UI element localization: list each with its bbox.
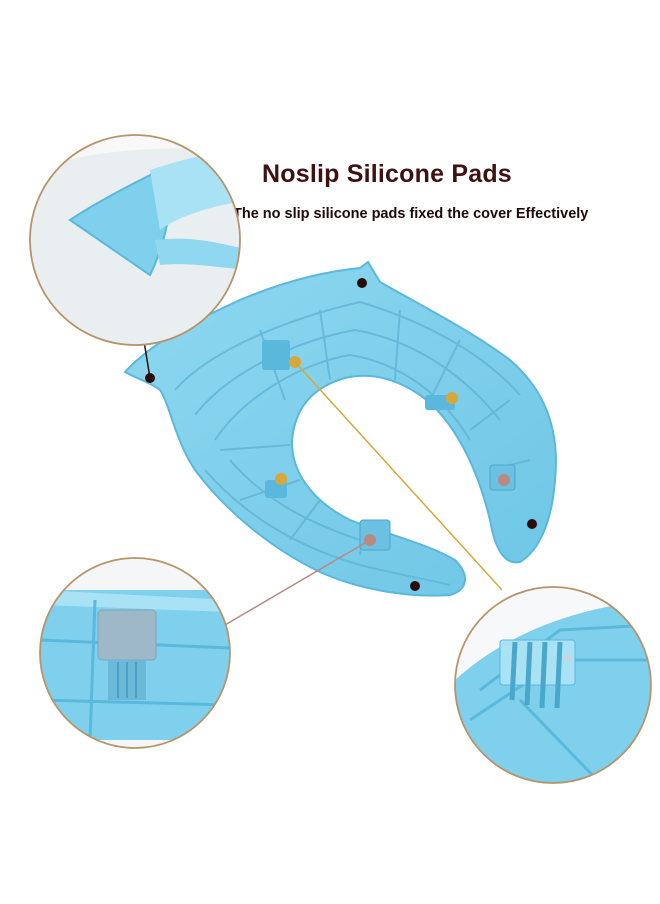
- zoom-circle-hinge: [454, 586, 652, 784]
- page-title: Noslip Silicone Pads: [262, 160, 512, 188]
- seat-cover: [123, 260, 557, 597]
- zoom-circle-clip: [39, 557, 231, 749]
- zoom-circle-pad-corner: [29, 134, 241, 346]
- hinge-dot: [275, 473, 287, 485]
- hinge-dot: [446, 392, 458, 404]
- page-subtitle: The no slip silicone pads fixed the cove…: [233, 206, 589, 222]
- pad-dot: [357, 278, 367, 288]
- pad-dot: [527, 519, 537, 529]
- clip-dot: [498, 474, 510, 486]
- pad-dot: [410, 581, 420, 591]
